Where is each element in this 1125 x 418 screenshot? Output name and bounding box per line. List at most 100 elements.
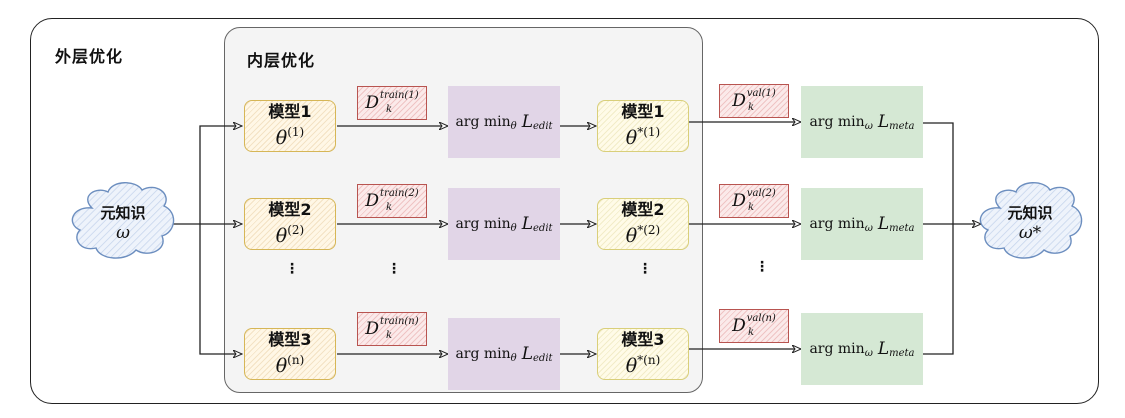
argmin-text: arg min — [809, 341, 865, 357]
updated-model-2-box: 模型2 θ*(2) — [597, 198, 689, 250]
ellipsis-updated-models: ⋮ — [638, 261, 652, 277]
edge-meta1-merge — [923, 122, 954, 224]
loss-symbol: L — [521, 112, 533, 132]
dataset-symbol: D — [365, 319, 379, 339]
theta-star-superscript: *(1) — [637, 125, 661, 139]
loss-symbol: L — [877, 339, 890, 359]
theta-superscript: (2) — [287, 223, 305, 237]
theta-symbol: θ — [275, 355, 288, 377]
model-3-box: 模型3 θ(n) — [244, 328, 336, 380]
dataset-symbol: D — [732, 316, 746, 336]
edge-cloud-to-model1 — [199, 126, 242, 224]
argmin-variable: θ — [510, 222, 517, 234]
loss-subscript: meta — [889, 347, 915, 359]
ellipsis-val-data: ⋮ — [755, 259, 769, 275]
updated-model-theta: θ*(1) — [626, 121, 660, 149]
loss-subscript: meta — [889, 222, 915, 234]
dataset-subscript: k — [748, 202, 755, 213]
model-theta: θ(2) — [276, 219, 304, 247]
train-superscript: train(2) — [380, 187, 419, 199]
model-name: 模型1 — [268, 102, 312, 121]
outer-group-title: 外层优化 — [55, 47, 124, 66]
dataset-symbol: D — [732, 191, 746, 211]
model-name: 模型3 — [268, 330, 312, 349]
meta-knowledge-out: 元知识 ω* — [980, 204, 1080, 244]
theta-symbol: θ — [625, 225, 638, 247]
model-theta: θ(n) — [276, 349, 305, 377]
dataset-subscript: k — [748, 102, 755, 113]
updated-model-name: 模型1 — [621, 102, 665, 121]
loss-subscript: edit — [533, 222, 553, 234]
dataset-subscript: k — [748, 327, 755, 338]
dataset-subscript: k — [386, 330, 393, 341]
dataset-symbol: D — [365, 191, 380, 211]
loss-symbol: L — [521, 344, 533, 364]
inner-group-title: 内层优化 — [247, 51, 316, 70]
model-name: 模型2 — [268, 200, 312, 219]
meta-knowledge-in-symbol: ω — [116, 223, 130, 243]
updated-model-name: 模型3 — [621, 330, 665, 349]
val-superscript: val(n) — [746, 312, 776, 324]
argmin-text: arg min — [455, 114, 511, 130]
theta-superscript: (1) — [287, 125, 305, 139]
loss-subscript: edit — [533, 120, 553, 132]
argmin-variable: θ — [510, 352, 517, 364]
updated-model-theta: θ*(2) — [626, 219, 660, 247]
train-superscript: train(1) — [380, 89, 419, 101]
theta-symbol: θ — [275, 225, 288, 247]
argmin-text: arg min — [809, 114, 865, 130]
theta-star-superscript: *(2) — [637, 223, 661, 237]
loss-symbol: L — [877, 112, 890, 132]
loss-subscript: edit — [533, 352, 553, 364]
val-superscript: val(2) — [746, 187, 776, 199]
edge-meta3-merge — [923, 224, 954, 355]
theta-symbol: θ — [625, 127, 638, 149]
loss-symbol: L — [521, 214, 533, 234]
meta-knowledge-out-label: 元知识 — [1007, 204, 1053, 222]
updated-model-1-box: 模型1 θ*(1) — [597, 100, 689, 152]
val-superscript: val(1) — [746, 87, 776, 99]
theta-superscript: (n) — [287, 353, 305, 367]
loss-symbol: L — [877, 214, 890, 234]
dataset-subscript: k — [386, 202, 393, 213]
argmin-variable: ω — [864, 347, 873, 359]
dataset-subscript: k — [386, 104, 393, 115]
model-theta: θ(1) — [276, 121, 304, 149]
argmin-variable: ω — [864, 222, 873, 234]
argmin-variable: θ — [510, 120, 517, 132]
theta-symbol: θ — [625, 355, 638, 377]
theta-star-superscript: *(n) — [637, 353, 661, 367]
updated-model-theta: θ*(n) — [626, 349, 661, 377]
argmin-text: arg min — [455, 346, 511, 362]
model-2-box: 模型2 θ(2) — [244, 198, 336, 250]
argmin-text: arg min — [809, 216, 865, 232]
argmin-text: arg min — [455, 216, 511, 232]
meta-knowledge-out-symbol: ω* — [1018, 223, 1042, 243]
updated-model-name: 模型2 — [621, 200, 665, 219]
train-superscript: train(n) — [379, 315, 419, 327]
loss-subscript: meta — [889, 120, 915, 132]
ellipsis-train-data: ⋮ — [387, 261, 401, 277]
argmin-variable: ω — [864, 120, 873, 132]
cloud-meta-knowledge-out — [979, 182, 1083, 259]
dataset-symbol: D — [732, 91, 746, 111]
dataset-symbol: D — [365, 93, 380, 113]
meta-knowledge-in: 元知识 ω — [73, 204, 173, 244]
edge-cloud-to-model3 — [199, 224, 242, 354]
theta-symbol: θ — [275, 127, 288, 149]
meta-knowledge-in-label: 元知识 — [100, 204, 146, 222]
cloud-meta-knowledge-in — [71, 182, 175, 259]
ellipsis-models: ⋮ — [285, 261, 299, 277]
